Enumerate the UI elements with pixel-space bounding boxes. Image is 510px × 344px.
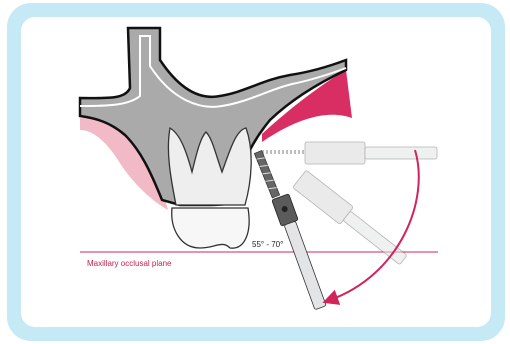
implant-drill-icon (254, 151, 279, 199)
tooth-icon (168, 128, 251, 248)
dental-implant-diagram: Maxillary occlusal plane 55° - 70° (21, 17, 491, 327)
rotation-arrow-icon (330, 150, 419, 300)
angle-label: 55° - 70° (252, 240, 283, 249)
occlusal-plane-label: Maxillary occlusal plane (87, 259, 172, 268)
figure-canvas: Maxillary occlusal plane 55° - 70° (21, 17, 491, 327)
